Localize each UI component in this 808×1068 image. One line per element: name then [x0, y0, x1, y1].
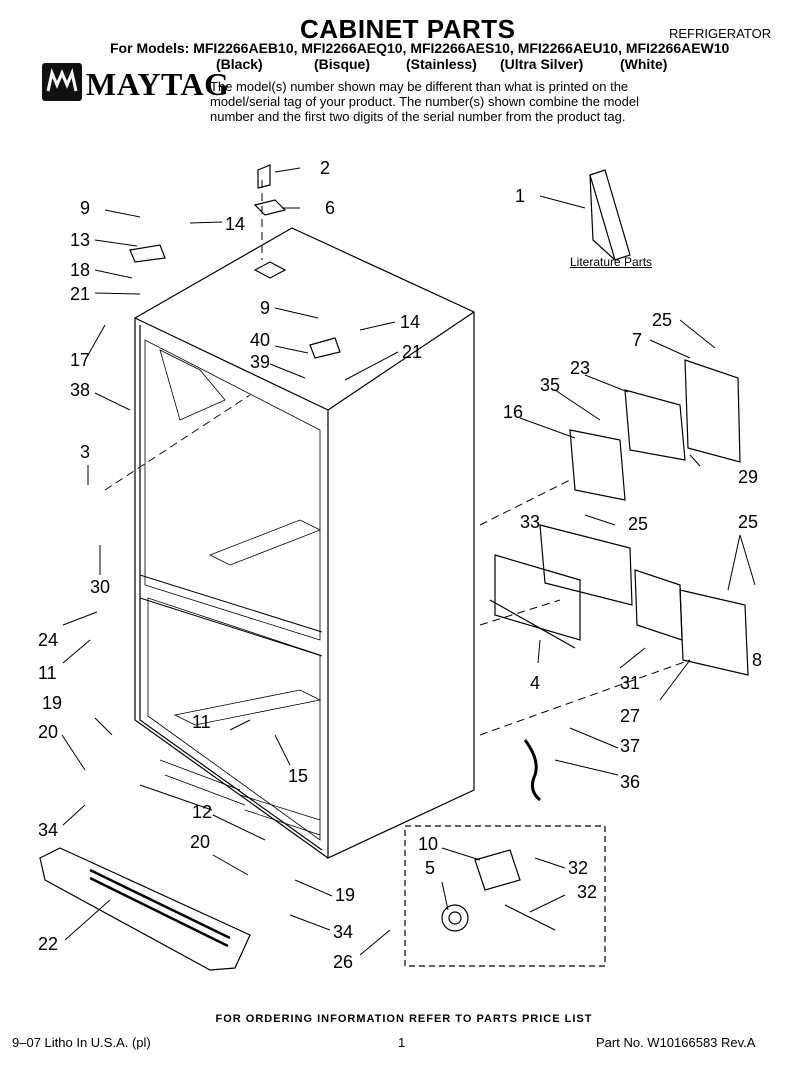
callout-9b: 9	[260, 298, 271, 318]
page-number: 1	[398, 1035, 406, 1050]
cabinet-outline	[133, 227, 475, 859]
callout-35: 35	[540, 375, 561, 395]
ordering-info: FOR ORDERING INFORMATION REFER TO PARTS …	[215, 1013, 593, 1025]
callout-31: 32	[568, 858, 589, 878]
callout-4: 4	[530, 673, 541, 693]
model-note-line-2: model/serial tag of your product. The nu…	[210, 94, 639, 109]
callout-23: 23	[570, 358, 591, 378]
callout-21b: 21	[402, 342, 423, 362]
callout-17: 17	[70, 350, 91, 370]
callout-22: 22	[38, 934, 59, 954]
callout-32: 32	[577, 882, 598, 902]
callout-9: 9	[80, 198, 91, 218]
callout-14: 14	[225, 214, 246, 234]
product-category: REFRIGERATOR	[669, 26, 772, 41]
literature-parts-book	[589, 169, 631, 261]
color-black: (Black)	[216, 56, 263, 72]
callout-2: 2	[320, 158, 331, 178]
callout-25c: 25	[738, 512, 759, 532]
brand-name: MAYTAG	[86, 66, 230, 102]
callout-7: 7	[632, 330, 643, 350]
callout-16: 16	[503, 402, 524, 422]
callout-27: 27	[620, 706, 641, 726]
literature-parts-label: Literature Parts	[570, 255, 653, 269]
color-white: (White)	[620, 56, 668, 72]
callout-1: 1	[515, 186, 526, 206]
callout-37: 37	[620, 736, 641, 756]
callout-20b: 20	[190, 832, 211, 852]
callout-20: 20	[38, 722, 59, 742]
part-number: Part No. W10166583 Rev.A	[596, 1035, 756, 1050]
callout-33: 33	[520, 512, 541, 532]
color-ultra-silver: (Ultra Silver)	[500, 56, 584, 72]
callout-30: 31	[620, 673, 641, 693]
callout-21: 21	[70, 284, 91, 304]
callout-25: 25	[652, 310, 673, 330]
color-stainless: (Stainless)	[406, 56, 477, 72]
callout-24: 24	[38, 630, 59, 650]
color-bisque: (Bisque)	[314, 56, 370, 72]
callout-11b: 11	[192, 712, 211, 732]
callout-40: 40	[250, 330, 271, 350]
callout-18: 18	[70, 260, 91, 280]
callout-15: 15	[288, 766, 309, 786]
model-note-line-3: number and the first two digits of the s…	[210, 109, 626, 124]
brand-logo-icon	[42, 63, 82, 101]
callout-8: 8	[752, 650, 763, 670]
callout-11: 11	[38, 663, 57, 683]
toe-grille	[39, 847, 251, 971]
callout-6: 6	[325, 198, 336, 218]
callout-29: 29	[738, 467, 759, 487]
callout-14b: 14	[400, 312, 421, 332]
callout-34b: 34	[333, 922, 354, 942]
callout-13: 13	[70, 230, 91, 250]
callout-10: 10	[418, 834, 439, 854]
callout-19: 19	[42, 693, 63, 713]
callout-34: 34	[38, 820, 59, 840]
page-title: CABINET PARTS	[300, 14, 516, 44]
callout-36: 36	[620, 772, 641, 792]
litho-info: 9–07 Litho In U.S.A. (pl)	[12, 1035, 151, 1050]
callout-26: 26	[333, 952, 354, 972]
callout-28: 30	[90, 577, 111, 597]
callout-39: 39	[250, 352, 271, 372]
callout-19b: 19	[335, 885, 356, 905]
callout-5: 5	[425, 858, 436, 878]
callout-12: 12	[192, 802, 213, 822]
models-line: For Models: MFI2266AEB10, MFI2266AEQ10, …	[110, 40, 730, 56]
callout-25b: 25	[628, 514, 649, 534]
callout-3: 3	[80, 442, 91, 462]
model-note-line-1: The model(s) number shown may be differe…	[210, 79, 629, 94]
callout-38: 38	[70, 380, 91, 400]
